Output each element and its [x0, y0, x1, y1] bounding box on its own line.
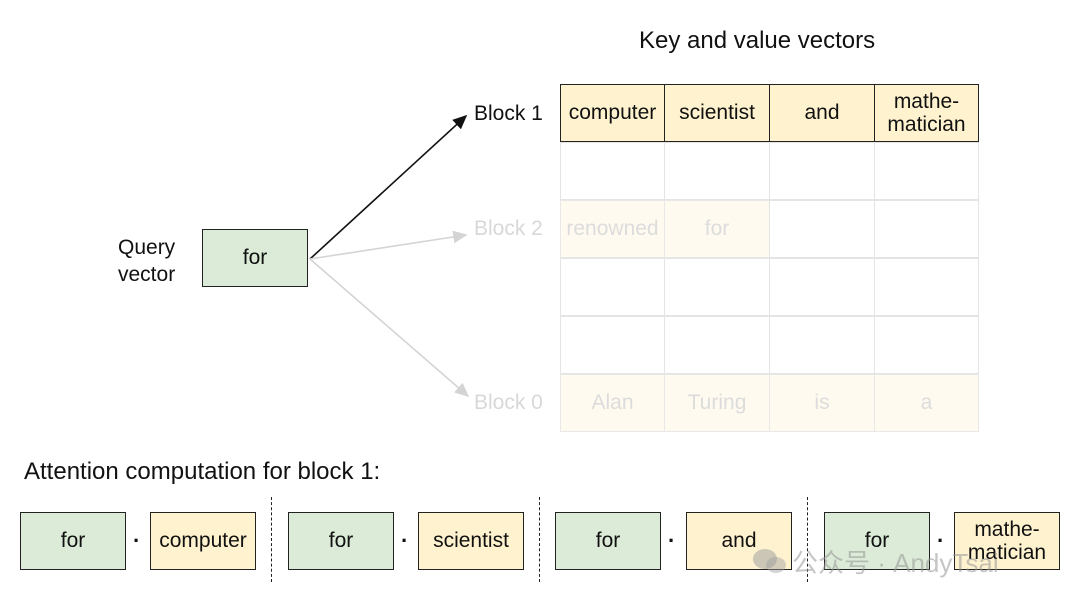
block-1-token: computer	[560, 84, 665, 142]
dot-operator: ·	[668, 528, 676, 553]
attention-query: for	[20, 512, 126, 570]
arrow-to-block-0	[309, 258, 470, 398]
block-2-token: renowned	[560, 200, 665, 258]
empty-cell	[769, 316, 875, 374]
attention-key: computer	[150, 512, 256, 570]
empty-cell	[664, 316, 770, 374]
block-1-label: Block 1	[474, 102, 543, 125]
block-0-token: a	[874, 374, 979, 432]
empty-cell	[560, 142, 665, 200]
empty-cell	[769, 142, 875, 200]
separator	[539, 497, 540, 582]
empty-cell	[769, 200, 875, 258]
empty-cell	[664, 258, 770, 316]
empty-cell	[560, 316, 665, 374]
empty-cell	[874, 316, 979, 374]
empty-cell	[874, 200, 979, 258]
query-token: for	[202, 229, 308, 287]
block-0-token: is	[769, 374, 875, 432]
empty-cell	[560, 258, 665, 316]
wechat-icon	[753, 549, 786, 573]
attention-heading: Attention computation for block 1:	[24, 458, 381, 485]
separator	[807, 497, 808, 582]
attention-query: for	[288, 512, 394, 570]
empty-cell	[664, 142, 770, 200]
dot-operator: ·	[133, 528, 141, 553]
block-0-label: Block 0	[474, 391, 543, 414]
block-2-token: for	[664, 200, 770, 258]
empty-cell	[874, 142, 979, 200]
empty-cell	[874, 258, 979, 316]
query-vector-label: Query vector	[118, 236, 176, 286]
attention-query: for	[824, 512, 930, 570]
watermark: 公众号 · AndyTsai	[792, 548, 999, 578]
dot-operator: ·	[401, 528, 409, 553]
block-1-token: and	[769, 84, 875, 142]
dot-operator: ·	[937, 528, 945, 553]
arrow-to-block-2	[309, 230, 468, 260]
separator	[271, 497, 272, 582]
attention-key: mathe- matician	[954, 512, 1060, 570]
block-1-token: mathe- matician	[874, 84, 979, 142]
attention-key: scientist	[418, 512, 524, 570]
block-0-token: Turing	[664, 374, 770, 432]
attention-query: for	[555, 512, 661, 570]
key-value-title: Key and value vectors	[639, 27, 876, 54]
block-2-label: Block 2	[474, 217, 543, 240]
block-1-token: scientist	[664, 84, 770, 142]
block-0-token: Alan	[560, 374, 665, 432]
arrow-to-block-1	[309, 114, 468, 260]
empty-cell	[769, 258, 875, 316]
